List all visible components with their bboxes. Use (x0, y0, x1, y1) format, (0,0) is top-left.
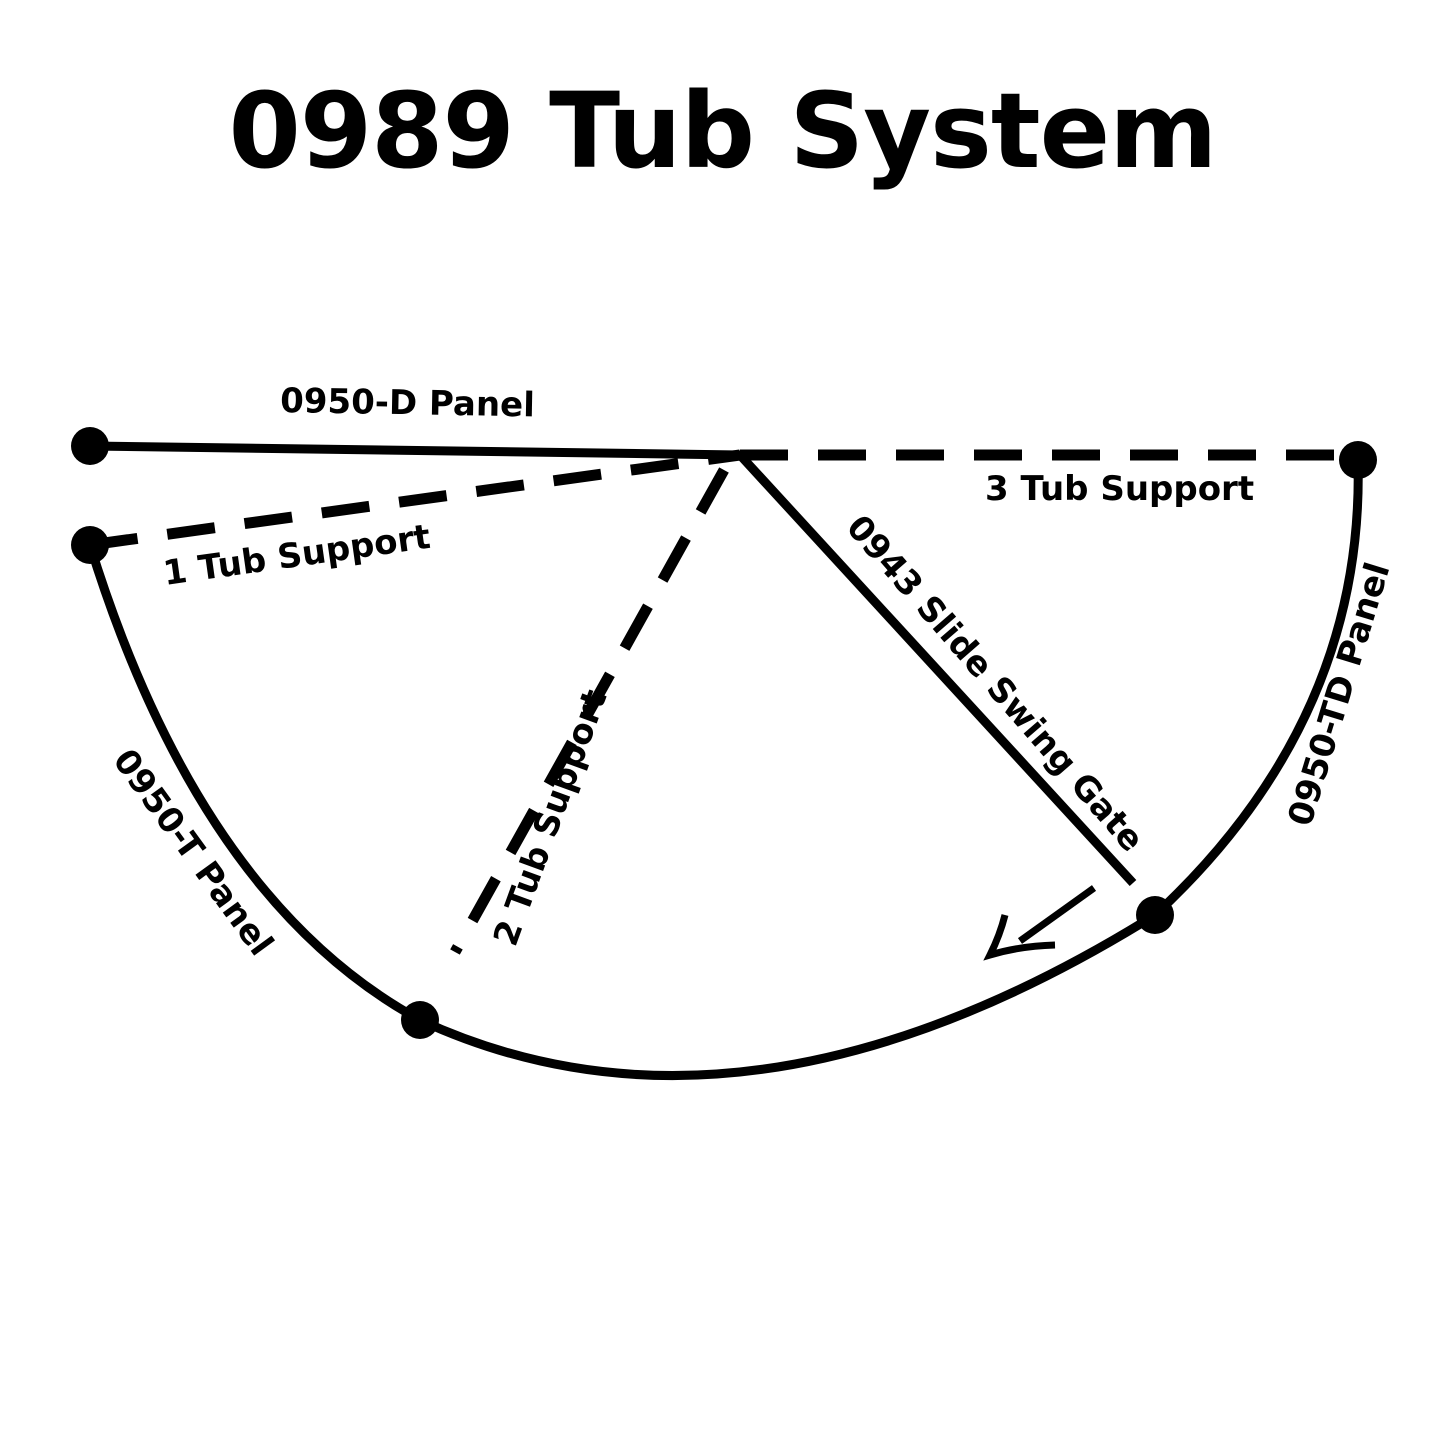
joint-dot (1136, 896, 1174, 934)
d-panel-line (89, 441, 741, 460)
bottom-arc (418, 911, 1158, 1081)
tub-support-1-line (89, 449, 741, 551)
t-panel-arc (85, 543, 423, 1024)
joint-dot (401, 1001, 439, 1039)
swing-gate-line (736, 451, 1137, 887)
joint-dot (1339, 441, 1377, 479)
diagram-title: 0989 Tub System (228, 70, 1217, 192)
arrow-icon (983, 885, 1097, 961)
joint-dot (71, 526, 109, 564)
joint-dot (71, 427, 109, 465)
d-panel-label: 0950-D Panel (280, 381, 535, 425)
tub-support-3-label: 3 Tub Support (985, 469, 1254, 509)
tub-support-2-label: 2 Tub Support (486, 685, 616, 952)
tub-support-2-line (450, 467, 729, 955)
td-panel-label: 0950-TD Panel (1280, 558, 1398, 831)
t-panel-label: 0950-T Panel (105, 742, 281, 963)
td-panel-arc (1151, 459, 1363, 919)
swing-gate-label: 0943 Slide Swing Gate (838, 508, 1151, 860)
